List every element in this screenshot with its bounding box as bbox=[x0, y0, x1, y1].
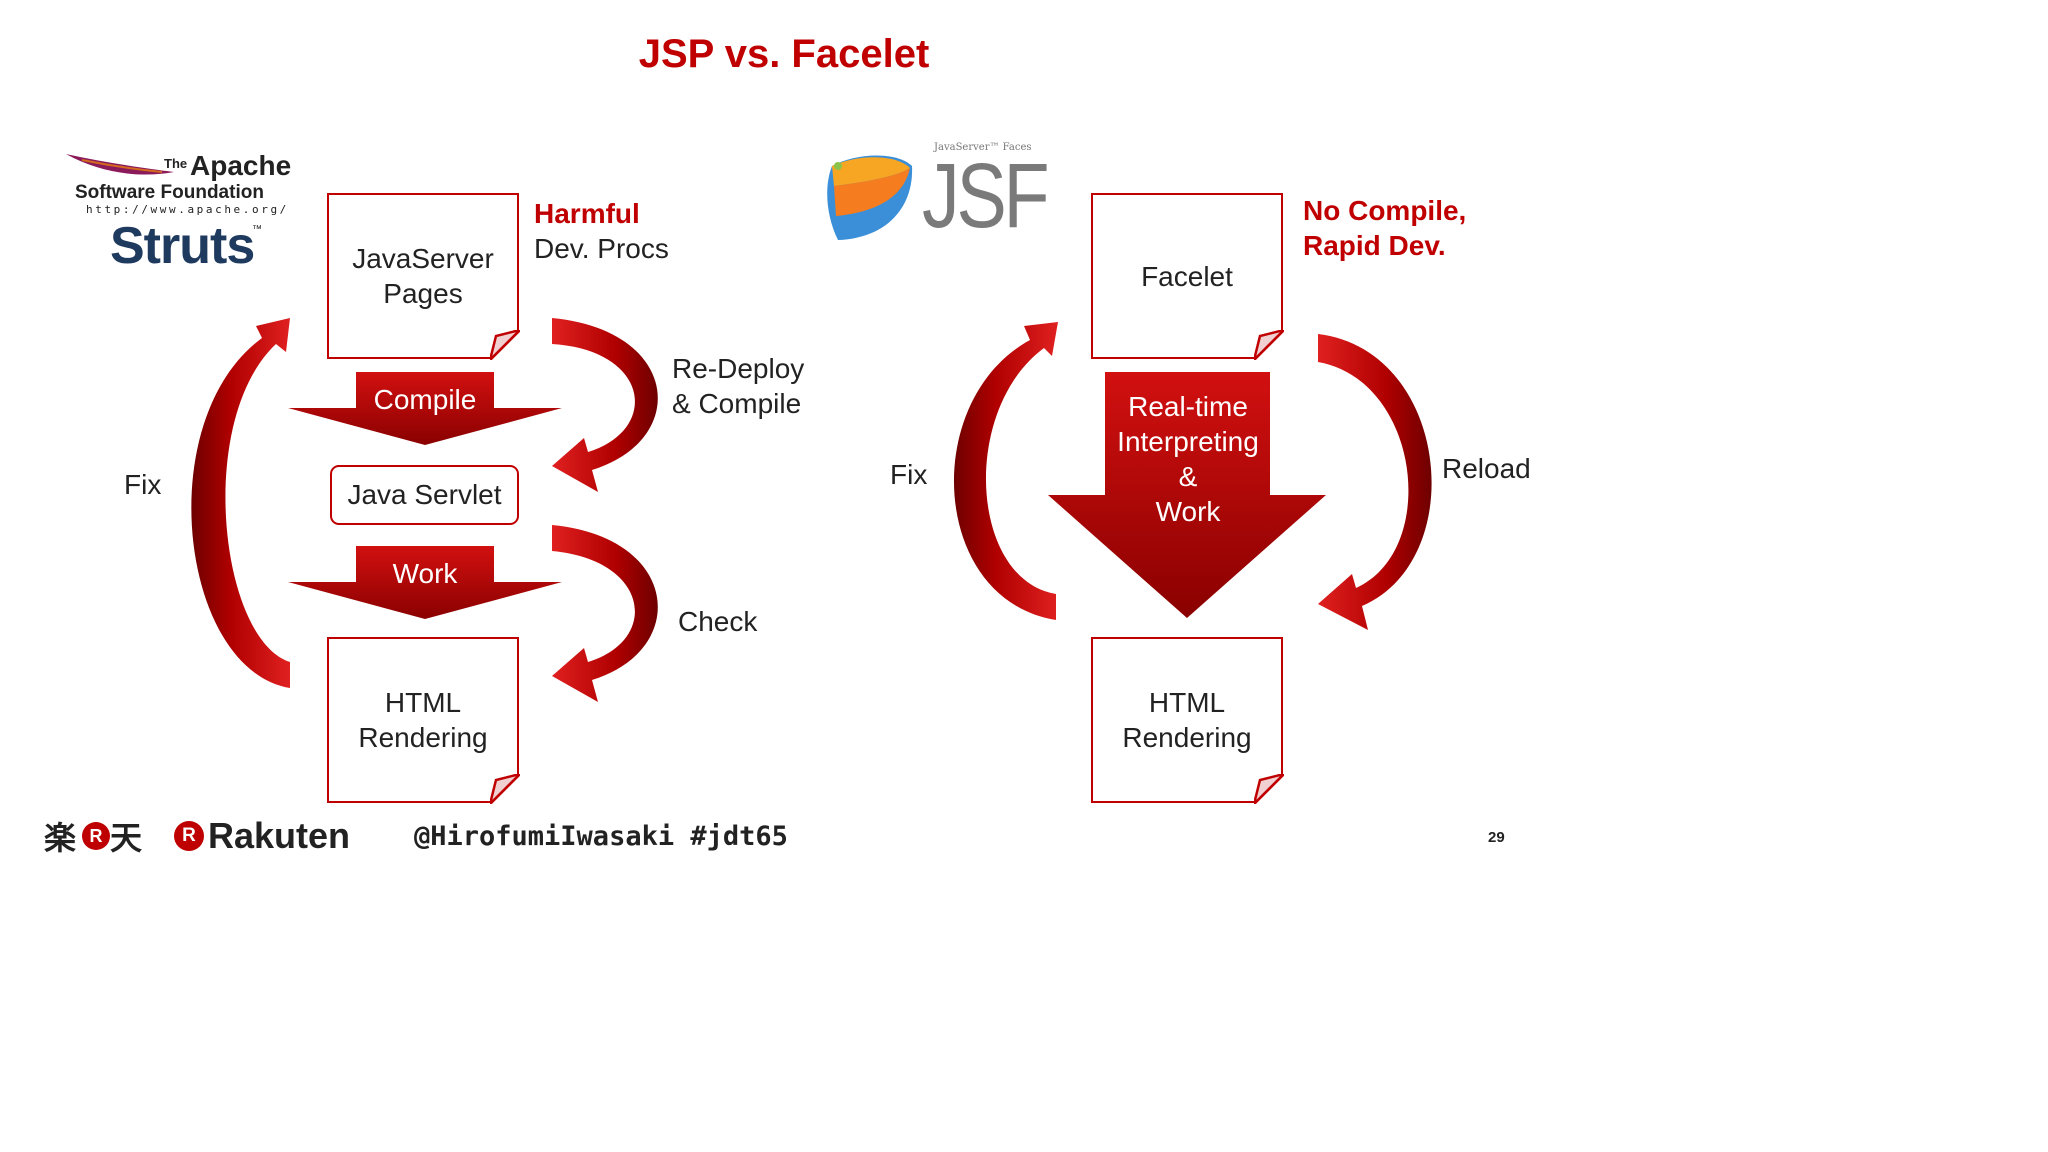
javaserver-pages-label: JavaServer Pages bbox=[352, 243, 494, 309]
page-fold-icon bbox=[490, 330, 520, 360]
twitter-handle: @HirofumiIwasaki #jdt65 bbox=[414, 821, 788, 852]
harmful-label: Harmful bbox=[534, 198, 640, 229]
redeploy-curved-arrow bbox=[552, 318, 658, 492]
no-compile-label: No Compile, Rapid Dev. bbox=[1303, 195, 1467, 261]
apache-url: http://www.apache.org/ bbox=[86, 203, 289, 216]
slide-title: JSP vs. Facelet bbox=[638, 32, 930, 76]
java-servlet-label: Java Servlet bbox=[347, 479, 502, 510]
apache-struts-logo: The Apache Software Foundation http://ww… bbox=[62, 148, 312, 278]
facelet-label: Facelet bbox=[1141, 260, 1233, 292]
compile-arrow bbox=[288, 372, 562, 445]
apache-name: Apache bbox=[190, 150, 292, 181]
footer: 楽天 R R Rakuten @HirofumiIwasaki #jdt65 2… bbox=[0, 812, 1568, 862]
rakuten-kanji-logo: 楽天 R bbox=[44, 816, 176, 856]
struts-name: Struts bbox=[110, 217, 255, 275]
work-label: Work bbox=[392, 558, 458, 589]
facelet-doc: Facelet bbox=[1091, 193, 1284, 360]
work-arrow bbox=[288, 546, 562, 619]
javaserver-pages-doc: JavaServer Pages bbox=[327, 193, 520, 360]
kanji-text: 楽天 bbox=[44, 820, 177, 856]
jsf-swirl-icon bbox=[827, 155, 913, 240]
page-fold-icon bbox=[1254, 774, 1284, 804]
check-label: Check bbox=[678, 606, 758, 637]
check-curved-arrow bbox=[552, 525, 658, 702]
rakuten-r-circle-icon: R bbox=[174, 821, 204, 851]
struts-tm: ™ bbox=[252, 224, 262, 235]
jsf-name: JSF bbox=[922, 145, 1050, 247]
page-number: 29 bbox=[1488, 829, 1505, 846]
html-rendering-doc-right: HTML Rendering bbox=[1091, 637, 1284, 804]
diagram-arrows bbox=[191, 318, 1432, 702]
jsf-caption: JavaServer™ Faces bbox=[934, 142, 1032, 153]
redeploy-label: Re-Deploy & Compile bbox=[672, 353, 805, 419]
html-rendering-label-right: HTML Rendering bbox=[1122, 687, 1252, 753]
fix-label-right: Fix bbox=[890, 459, 928, 490]
apache-foundation: Software Foundation bbox=[75, 182, 264, 203]
fix-label-left: Fix bbox=[124, 469, 162, 500]
compile-label: Compile bbox=[373, 384, 477, 415]
interpreting-label: Real-time Interpreting & Work bbox=[1117, 391, 1259, 527]
rakuten-r-icon: R bbox=[82, 822, 110, 850]
rakuten-brand-logo: R Rakuten bbox=[174, 814, 350, 858]
apache-feather-icon bbox=[66, 154, 174, 175]
reload-curved-arrow bbox=[1318, 334, 1432, 630]
apache-the: The bbox=[164, 156, 188, 171]
fix-curved-arrow-right bbox=[953, 322, 1058, 620]
java-servlet-box: Java Servlet bbox=[330, 465, 519, 525]
interpret-arrow bbox=[1048, 372, 1326, 618]
dev-procs-label: Dev. Procs bbox=[534, 233, 669, 264]
jsf-logo: JavaServer™ Faces JSF bbox=[818, 140, 1058, 250]
rakuten-brand-text: Rakuten bbox=[208, 815, 351, 856]
html-rendering-label-left: HTML Rendering bbox=[358, 687, 488, 753]
html-rendering-doc-left: HTML Rendering bbox=[327, 637, 520, 804]
page-fold-icon bbox=[1254, 330, 1284, 360]
reload-label: Reload bbox=[1442, 453, 1531, 484]
page-fold-icon bbox=[490, 774, 520, 804]
fix-curved-arrow-left bbox=[191, 318, 290, 688]
